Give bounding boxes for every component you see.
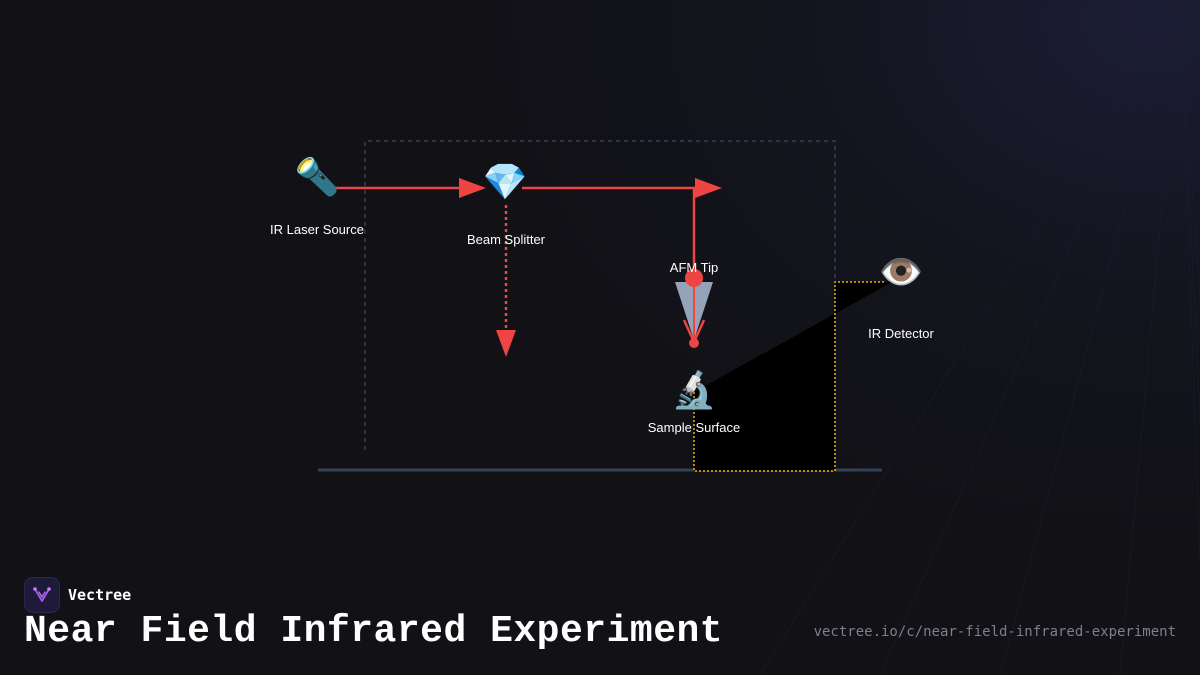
gem-icon: 💎 <box>482 162 528 203</box>
node-label-splitter: Beam Splitter <box>466 232 546 247</box>
arrowhead-down <box>496 330 516 357</box>
node-label-laser: IR Laser Source <box>270 222 364 237</box>
node-label-sample: Sample Surface <box>647 420 741 435</box>
microscope-icon: 🔬 <box>671 370 717 411</box>
vectree-logo-icon <box>24 577 60 613</box>
node-label-detector: IR Detector <box>868 326 934 341</box>
afm-tip-icon <box>675 269 713 348</box>
arrowhead-splitter <box>459 178 486 198</box>
detector-region <box>694 282 892 471</box>
node-label-tip: AFM Tip <box>669 260 719 275</box>
eye-icon: 👁️ <box>878 252 924 293</box>
arrowhead-right <box>695 178 722 198</box>
brand-name: Vectree <box>68 586 132 604</box>
flashlight-icon: 🔦 <box>294 157 340 198</box>
detector-path <box>693 281 884 472</box>
brand: Vectree <box>24 577 131 613</box>
page-url[interactable]: vectree.io/c/near-field-infrared-experim… <box>813 624 1176 640</box>
page-title: Near Field Infrared Experiment <box>24 610 724 653</box>
enclosure-frame <box>364 140 836 450</box>
